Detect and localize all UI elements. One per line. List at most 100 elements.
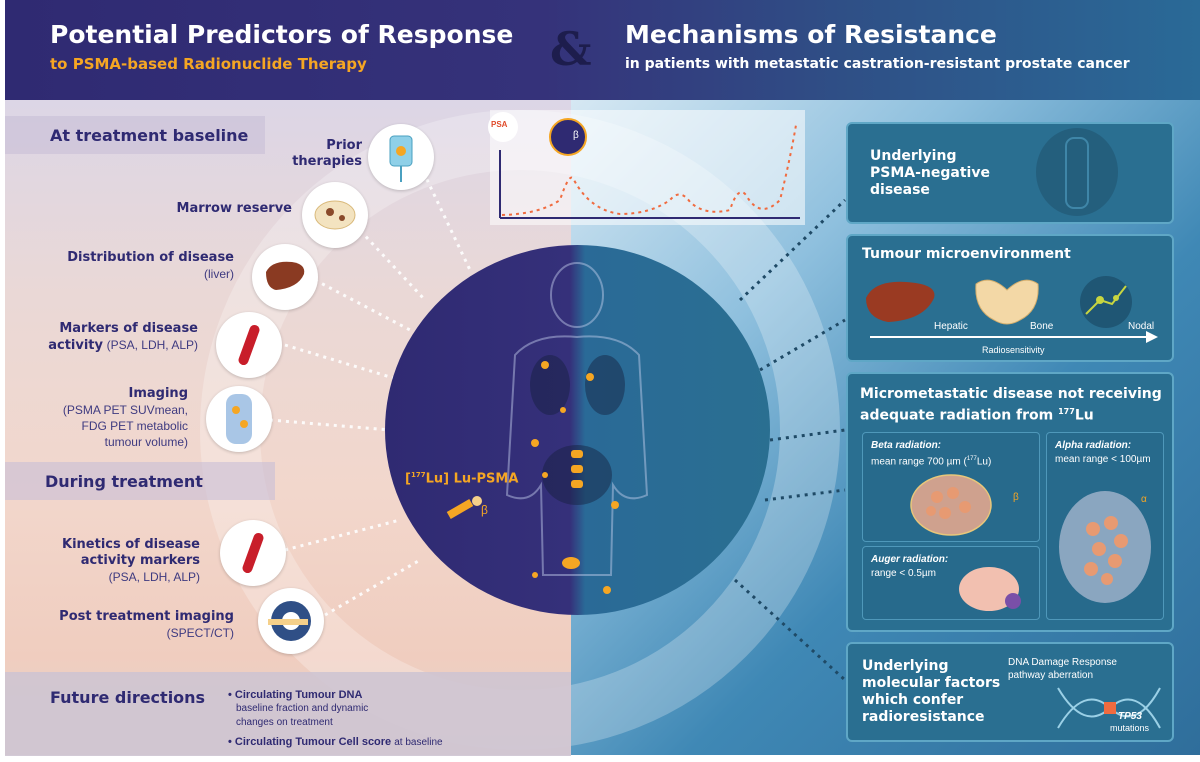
future-label: Future directions	[50, 688, 206, 707]
predictor-title-2: activity	[48, 338, 103, 353]
label-radiosensitivity: Radiosensitivity	[982, 345, 1045, 355]
dna-helix-icon	[1057, 687, 1161, 729]
psa-curve	[499, 124, 800, 219]
alpha-cell-cluster	[1059, 491, 1151, 603]
beta-range-sup: 177	[966, 456, 977, 462]
subtitle-left: to PSMA-based Radionuclide Therapy	[50, 55, 367, 73]
bullet-sub: at baseline	[394, 737, 443, 748]
drug-beta: β	[481, 503, 488, 517]
iv-bag-icon	[368, 124, 434, 190]
drug-prefix: [	[405, 471, 411, 487]
predictor-title: Kinetics of disease	[62, 537, 200, 552]
predictor-title: Prior	[326, 138, 362, 153]
ddr-line-2: pathway aberration	[1008, 670, 1094, 681]
box-micrometastatic: Micrometastatic disease not receiving ad…	[846, 372, 1174, 632]
box-title-3: which confer	[862, 692, 964, 708]
predictor-kinetics: Kinetics of disease activity markers (PS…	[62, 537, 200, 585]
predictor-title: Markers of disease	[59, 321, 198, 336]
ampersand: &	[550, 22, 592, 76]
during-band	[5, 462, 275, 500]
auger-cell	[959, 567, 1021, 611]
beta-range-text: mean range 700 µm (	[871, 456, 967, 468]
human-body-silhouette	[505, 262, 649, 594]
label-hepatic: Hepatic	[934, 321, 968, 332]
box-title-4: radioresistance	[862, 709, 985, 725]
predictor-subtitle-2: FDG PET metabolic	[81, 419, 188, 433]
bullet-sub-2: changes on treatment	[236, 717, 333, 728]
auger-title: Auger radiation:	[871, 554, 949, 565]
beta-range-end: Lu)	[976, 456, 992, 468]
liver-icon	[866, 281, 935, 322]
beta-radiation-panel: Beta radiation: mean range 700 µm (177Lu…	[862, 432, 1040, 542]
future-bullet-ctdna: • Circulating Tumour DNA baseline fracti…	[228, 688, 368, 730]
predictor-title-2: therapies	[292, 154, 362, 169]
drug-sup: 177	[410, 471, 426, 479]
tp53-label: TP53	[1118, 711, 1142, 722]
baseline-label: At treatment baseline	[50, 126, 249, 145]
baseline-band	[5, 116, 265, 154]
predictor-title-2: activity markers	[80, 553, 200, 568]
predictor-subtitle-3: tumour volume)	[104, 435, 188, 449]
drug-name: Lu] Lu-PSMA	[425, 471, 519, 487]
body-circle: [177Lu] Lu-PSMA β	[385, 245, 770, 615]
box-psma-negative: Underlying PSMA-negative disease	[846, 122, 1174, 224]
predictor-title: Marrow reserve	[176, 201, 292, 216]
psa-tube-icon: PSA	[488, 112, 518, 142]
lymph-node-icon	[1080, 276, 1132, 328]
alpha-title: Alpha radiation:	[1055, 440, 1132, 451]
blood-tube-icon	[220, 520, 286, 586]
beta-range: mean range 700 µm (177Lu)	[871, 453, 991, 468]
psa-chart-card	[490, 110, 805, 225]
title-sup: 177	[1058, 407, 1075, 416]
predictor-subtitle: (SPECT/CT)	[166, 626, 234, 640]
subtitle-right: in patients with metastatic castration-r…	[625, 56, 1130, 72]
predictor-subtitle: (liver)	[204, 267, 234, 281]
pelvis-bone-icon	[975, 279, 1039, 325]
bullet-title: • Circulating Tumour Cell score	[228, 736, 392, 748]
predictor-post-imaging: Post treatment imaging (SPECT/CT)	[59, 609, 234, 641]
beta-title: Beta radiation:	[871, 440, 942, 451]
body-scan-icon	[1036, 128, 1118, 216]
title-end: Lu	[1074, 407, 1094, 424]
psa-label: PSA	[491, 120, 508, 129]
alpha-radiation-panel: Alpha radiation: mean range < 100µm α	[1046, 432, 1164, 620]
spect-scanner-icon	[258, 588, 324, 654]
future-bullet-ctc: • Circulating Tumour Cell score at basel…	[228, 735, 443, 750]
auger-radiation-panel: Auger radiation: range < 0.5µm	[862, 546, 1040, 620]
pet-scan-icon	[206, 386, 272, 452]
future-directions-band	[5, 672, 571, 756]
predictor-subtitle: (PSMA PET SUVmean,	[62, 403, 188, 417]
syringe-icon: β	[443, 493, 489, 523]
box-title-3: disease	[870, 182, 930, 198]
alpha-range: mean range < 100µm	[1055, 454, 1151, 465]
title-text: adequate radiation from	[860, 407, 1054, 424]
bone-marrow-icon	[302, 182, 368, 248]
predictor-subtitle: (PSA, LDH, ALP)	[106, 338, 198, 352]
box-title-2: PSMA-negative	[870, 165, 990, 181]
box-title-1: Micrometastatic disease not receiving	[860, 386, 1162, 402]
bullet-sub: baseline fraction and dynamic	[236, 703, 369, 714]
predictor-imaging: Imaging (PSMA PET SUVmean, FDG PET metab…	[63, 386, 188, 450]
during-label: During treatment	[45, 472, 203, 491]
auger-range: range < 0.5µm	[871, 568, 936, 579]
box-molecular-factors: Underlying molecular factors which confe…	[846, 642, 1174, 742]
beta-cell-cluster	[910, 474, 992, 536]
alpha-symbol: α	[1141, 494, 1147, 505]
header-banner	[5, 0, 1200, 100]
radiosensitivity-arrow	[870, 331, 1158, 343]
box-title: Tumour microenvironment	[862, 246, 1071, 262]
predictor-markers: Markers of disease activity (PSA, LDH, A…	[48, 321, 198, 354]
lu-psma-icon: β	[549, 118, 587, 156]
drug-label: [177Lu] Lu-PSMA	[405, 471, 518, 486]
box-tumour-microenvironment: Tumour microenvironment Hepatic Bone Nod…	[846, 234, 1174, 362]
title-left: Potential Predictors of Response	[50, 20, 514, 49]
predictor-marrow-reserve: Marrow reserve	[177, 201, 292, 217]
blood-tube-icon	[216, 312, 282, 378]
predictor-distribution: Distribution of disease (liver)	[67, 250, 234, 282]
predictor-prior-therapies: Prior therapies	[292, 138, 362, 170]
mutations-label: mutations	[1110, 723, 1150, 733]
ddr-line-1: DNA Damage Response	[1008, 657, 1117, 668]
box-title-2: adequate radiation from 177Lu	[860, 403, 1094, 425]
